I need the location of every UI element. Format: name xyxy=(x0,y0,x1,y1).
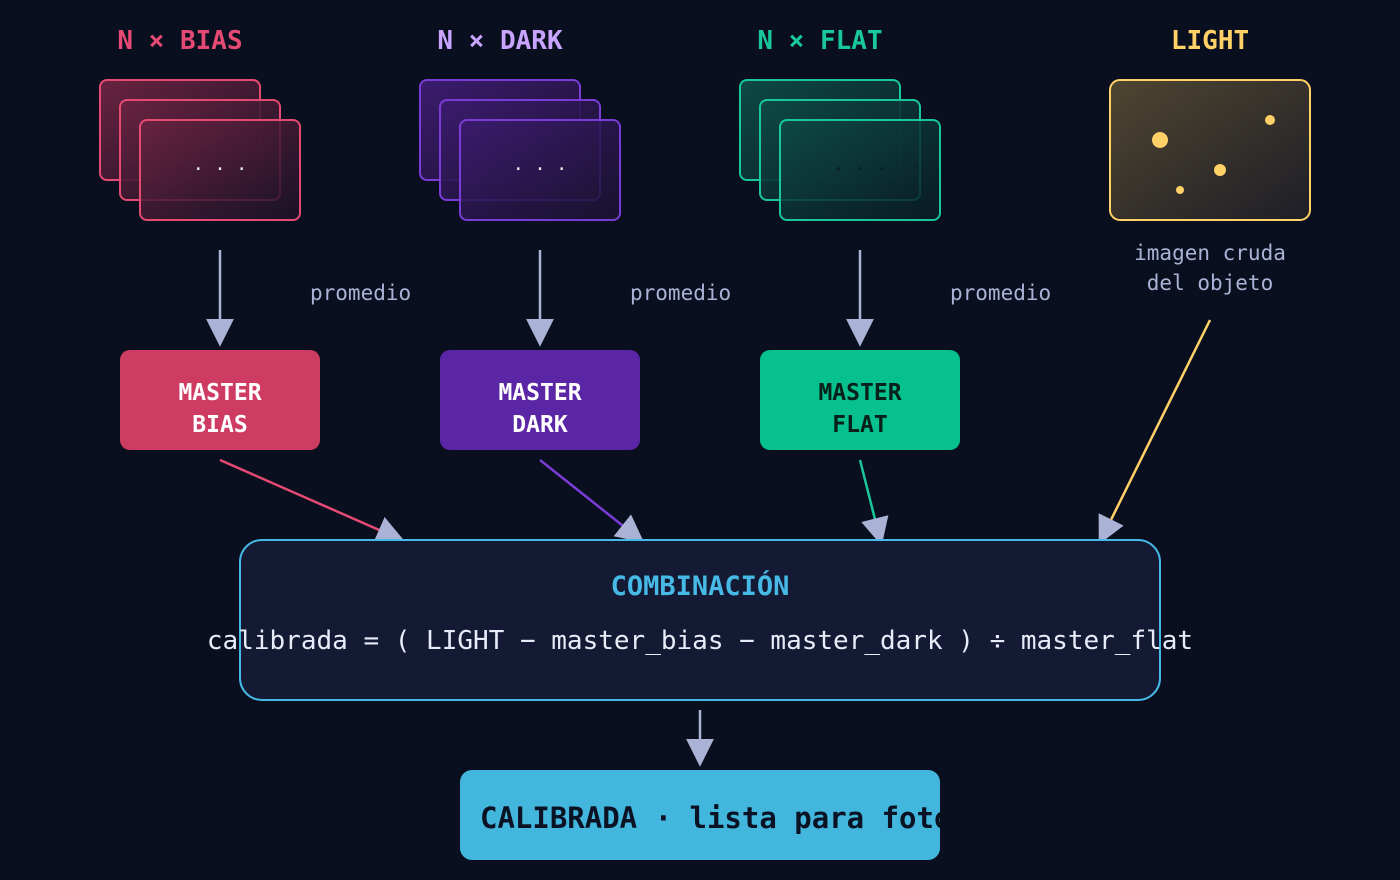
flat-ellipsis: · · · xyxy=(833,159,887,180)
master-dark-line2: DARK xyxy=(512,412,568,438)
star-icon xyxy=(1214,164,1226,176)
master-flat-line2: FLAT xyxy=(832,412,887,438)
light-note-line1: imagen cruda xyxy=(1134,241,1286,265)
master-dark-line1: MASTER xyxy=(498,380,581,406)
master-flat-box: MASTER FLAT xyxy=(760,350,960,450)
bias-ellipsis: · · · xyxy=(193,159,247,180)
light-to-combination-arrow xyxy=(1098,319,1212,545)
combination-box: COMBINACIÓN calibrada = ( LIGHT − master… xyxy=(207,539,1193,701)
light-note-line2: del objeto xyxy=(1147,271,1273,295)
calibrated-result-label: CALIBRADA · lista para fotometría xyxy=(480,801,1056,835)
star-icon xyxy=(1152,132,1168,148)
flat-average-label: promedio xyxy=(950,281,1051,305)
master-bias-box: MASTER BIAS xyxy=(120,350,320,450)
dark-average-label: promedio xyxy=(630,281,731,305)
dark-frames-title: N × DARK xyxy=(437,26,563,56)
flat-frames-title: N × FLAT xyxy=(757,26,882,56)
bias-frames-title: N × BIAS xyxy=(117,26,242,56)
light-frame xyxy=(1109,79,1311,221)
light-frame-title: LIGHT xyxy=(1171,26,1249,56)
master-bias-line2: BIAS xyxy=(192,412,247,438)
bias-to-combination-arrow xyxy=(219,458,405,543)
flat-to-combination-arrow xyxy=(858,459,889,546)
combination-formula: calibrada = ( LIGHT − master_bias − mast… xyxy=(207,626,1193,656)
star-icon xyxy=(1265,115,1275,125)
star-icon xyxy=(1176,186,1184,194)
calibrated-result-box: CALIBRADA · lista para fotometría xyxy=(460,770,1056,860)
dark-ellipsis: · · · xyxy=(513,159,567,180)
master-dark-box: MASTER DARK xyxy=(440,350,640,450)
dark-frame-stack: · · · xyxy=(419,79,621,221)
master-bias-line1: MASTER xyxy=(178,380,261,406)
bias-frame-stack: · · · xyxy=(99,79,301,221)
master-flat-line1: MASTER xyxy=(818,380,901,406)
combination-title: COMBINACIÓN xyxy=(611,570,790,602)
flat-frame-stack: · · · xyxy=(739,79,941,221)
bias-average-label: promedio xyxy=(310,281,411,305)
dark-to-combination-arrow xyxy=(539,459,645,543)
